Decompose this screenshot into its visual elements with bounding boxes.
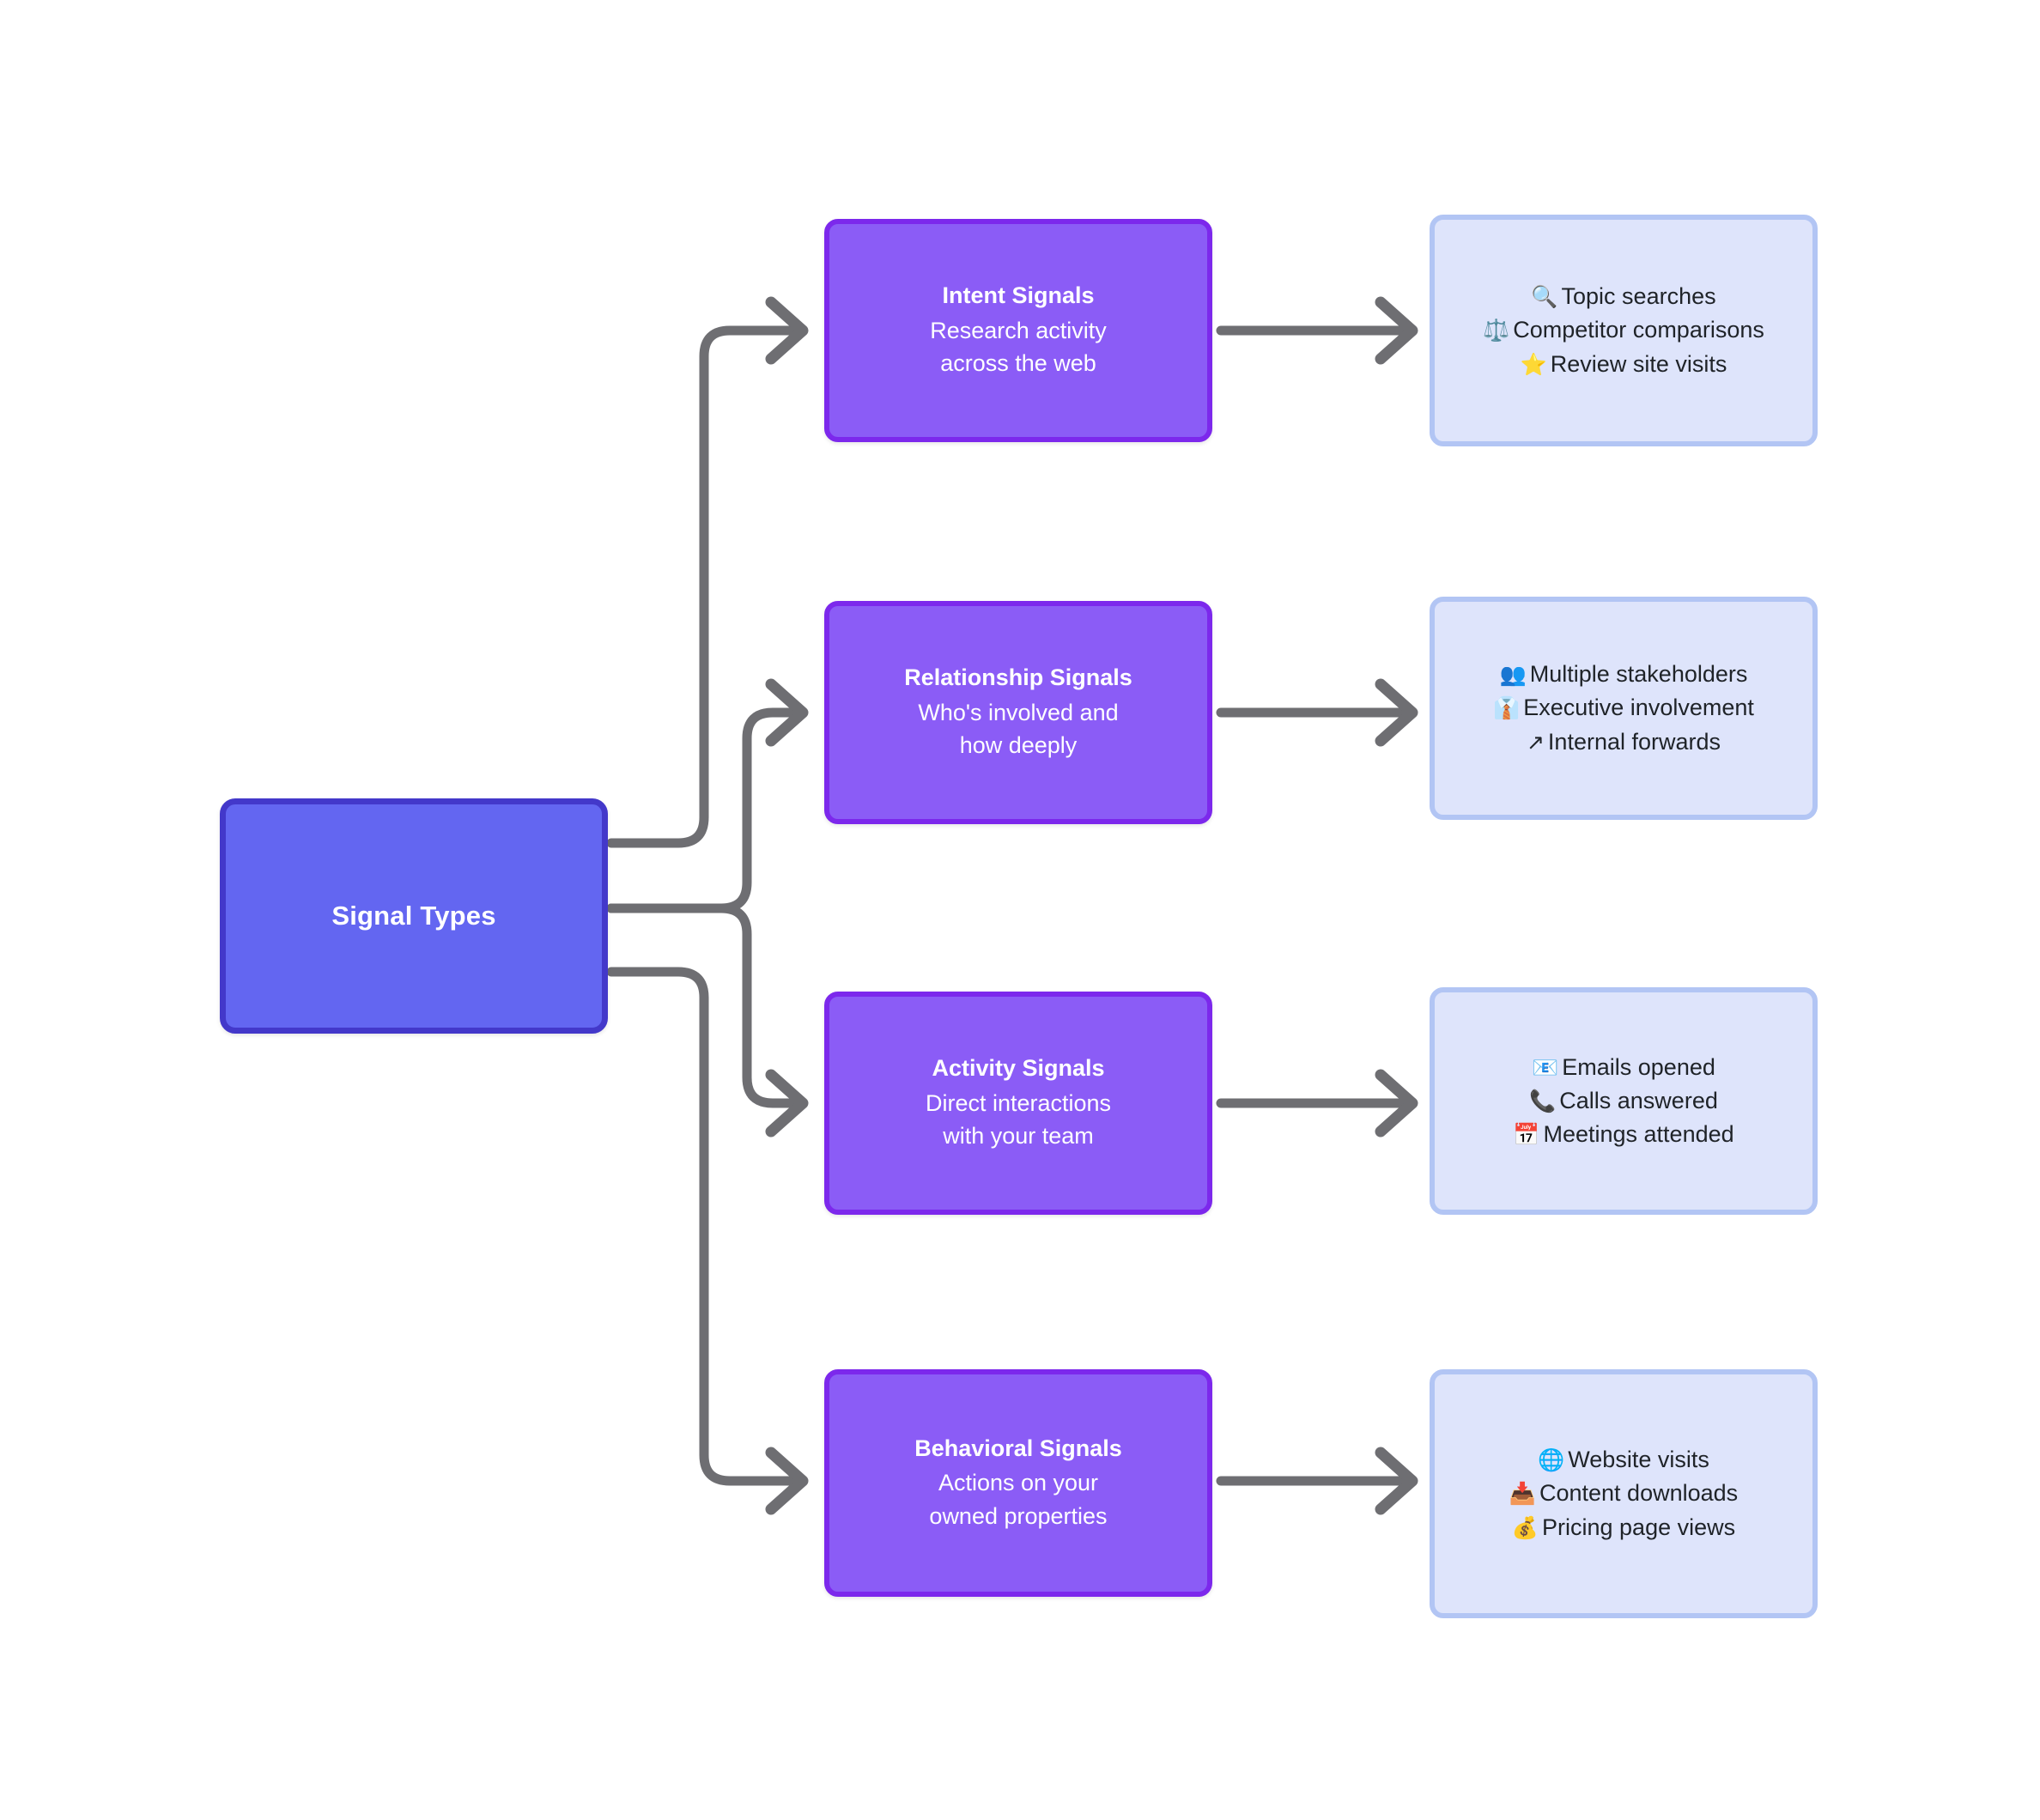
detail-item: 📞Calls answered — [1529, 1084, 1718, 1118]
node-intent-signals[interactable]: Intent Signals Research activity across … — [824, 219, 1212, 442]
edge-root-to-activity — [606, 903, 809, 1138]
edge-behavioral-to-details — [1216, 1447, 1418, 1515]
detail-item: 📧Emails opened — [1532, 1051, 1715, 1084]
edge-intent-to-details — [1216, 296, 1418, 365]
node-title: Activity Signals — [932, 1055, 1105, 1082]
detail-box-activity-signals[interactable]: 📧Emails opened 📞Calls answered 📅Meetings… — [1430, 987, 1818, 1215]
detail-item-label: Emails opened — [1562, 1053, 1715, 1080]
detail-item-label: Executive involvement — [1523, 695, 1754, 721]
magnifier-icon: 🔍 — [1531, 284, 1558, 310]
detail-item: 💰Pricing page views — [1512, 1511, 1735, 1544]
detail-item: ↗Internal forwards — [1527, 725, 1721, 759]
calendar-icon: 📅 — [1513, 1122, 1540, 1148]
two-people-icon: 👥 — [1499, 662, 1527, 688]
balance-scale-icon: ⚖️ — [1483, 318, 1510, 343]
globe-icon: 🌐 — [1538, 1447, 1565, 1473]
edge-activity-to-details — [1216, 1069, 1418, 1138]
detail-item-label: Review site visits — [1550, 350, 1727, 377]
detail-item: ⚖️Competitor comparisons — [1483, 313, 1764, 347]
detail-item-label: Multiple stakeholders — [1529, 661, 1748, 688]
edge-root-to-relationship — [606, 678, 809, 913]
star-icon: ⭐ — [1520, 351, 1547, 377]
detail-item: 🌐Website visits — [1538, 1443, 1709, 1477]
inbox-tray-icon: 📥 — [1509, 1481, 1536, 1507]
root-node-label: Signal Types — [331, 901, 496, 931]
node-title: Relationship Signals — [904, 664, 1132, 691]
node-description: Actions on your owned properties — [929, 1470, 1108, 1529]
edge-root-to-behavioral — [606, 967, 809, 1515]
detail-item-label: Content downloads — [1539, 1480, 1739, 1507]
arrow-up-right-icon: ↗ — [1526, 729, 1545, 755]
detail-box-intent-signals[interactable]: 🔍Topic searches ⚖️Competitor comparisons… — [1430, 215, 1818, 446]
detail-item-label: Topic searches — [1561, 283, 1716, 310]
detail-item-label: Pricing page views — [1542, 1514, 1736, 1540]
detail-item: 🔍Topic searches — [1531, 280, 1715, 313]
detail-box-relationship-signals[interactable]: 👥Multiple stakeholders 👔Executive involv… — [1430, 597, 1818, 820]
edge-relationship-to-details — [1216, 678, 1418, 747]
node-activity-signals[interactable]: Activity Signals Direct interactions wit… — [824, 992, 1212, 1215]
detail-item-label: Meetings attended — [1543, 1121, 1734, 1148]
detail-item-label: Calls answered — [1559, 1087, 1718, 1113]
node-title: Behavioral Signals — [914, 1435, 1122, 1461]
necktie-icon: 👔 — [1493, 695, 1521, 721]
node-description: Direct interactions with your team — [925, 1089, 1112, 1150]
detail-item: ⭐Review site visits — [1521, 348, 1727, 381]
telephone-icon: 📞 — [1529, 1088, 1557, 1113]
node-description: Who's involved and how deeply — [918, 699, 1119, 759]
detail-item-label: Website visits — [1568, 1447, 1709, 1473]
node-signal-types-root[interactable]: Signal Types — [220, 798, 608, 1034]
detail-box-behavioral-signals[interactable]: 🌐Website visits 📥Content downloads 💰Pric… — [1430, 1369, 1818, 1618]
email-icon: 📧 — [1532, 1054, 1559, 1080]
detail-item: 📥Content downloads — [1509, 1477, 1738, 1510]
detail-item-label: Competitor comparisons — [1513, 317, 1764, 343]
node-relationship-signals[interactable]: Relationship Signals Who's involved and … — [824, 601, 1212, 824]
node-description: Research activity across the web — [930, 317, 1107, 377]
detail-item-label: Internal forwards — [1547, 728, 1721, 755]
detail-item: 📅Meetings attended — [1513, 1118, 1733, 1151]
detail-item: 👔Executive involvement — [1493, 691, 1754, 725]
money-bag-icon: 💰 — [1511, 1514, 1539, 1540]
detail-item: 👥Multiple stakeholders — [1500, 658, 1748, 691]
node-title: Intent Signals — [942, 282, 1095, 309]
node-behavioral-signals[interactable]: Behavioral Signals Actions on your owned… — [824, 1369, 1212, 1597]
edge-root-to-intent — [606, 296, 809, 848]
